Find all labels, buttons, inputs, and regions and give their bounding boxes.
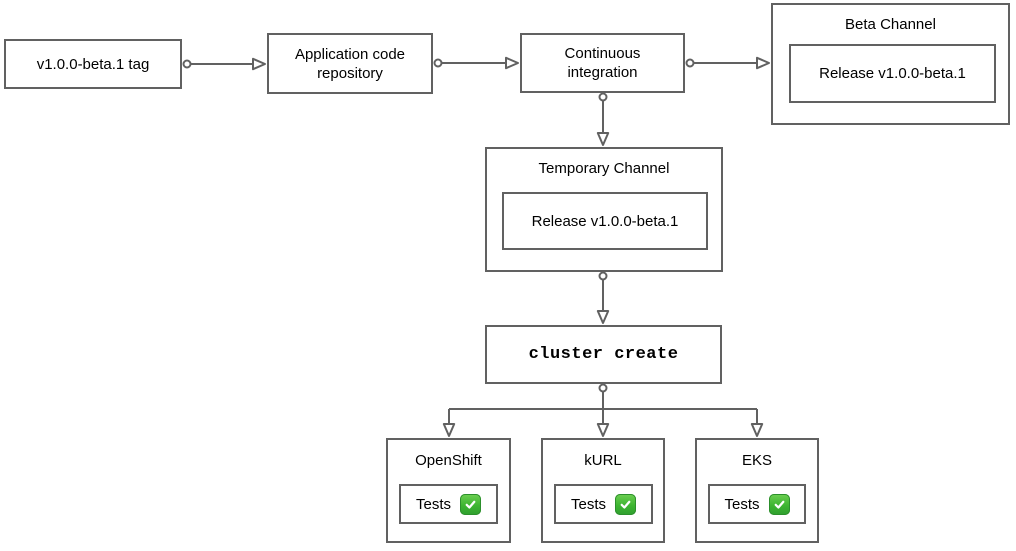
node-continuous-integration: Continuous integration <box>520 33 685 93</box>
node-continuous-integration-label: Continuous integration <box>564 45 641 81</box>
node-temporary-channel: Temporary Channel Release v1.0.0-beta.1 <box>485 147 723 272</box>
node-cluster-eks-title: EKS <box>741 452 772 469</box>
node-version-tag-label: v1.0.0-beta.1 tag <box>36 55 150 73</box>
check-passed-icon <box>615 493 636 515</box>
node-beta-release: Release v1.0.0-beta.1 <box>789 44 996 103</box>
node-temp-release: Release v1.0.0-beta.1 <box>502 192 708 250</box>
node-tests-eks-label: Tests <box>724 495 760 513</box>
node-beta-release-label: Release v1.0.0-beta.1 <box>819 65 966 82</box>
node-tests-kurl: Tests <box>554 484 653 524</box>
node-cluster-create-label: cluster create <box>528 345 679 364</box>
node-tests-openshift: Tests <box>399 484 498 524</box>
node-cluster-kurl-title: kURL <box>584 452 622 469</box>
node-tests-kurl-label: Tests <box>570 495 606 513</box>
node-beta-channel-title: Beta Channel <box>845 16 936 33</box>
node-cluster-kurl: kURL Tests <box>541 438 665 543</box>
node-beta-channel: Beta Channel Release v1.0.0-beta.1 <box>771 3 1010 125</box>
node-cluster-openshift: OpenShift Tests <box>386 438 511 543</box>
node-app-code-repository-label: Application code repository <box>294 45 406 82</box>
node-tests-eks: Tests <box>708 484 806 524</box>
node-temp-release-label: Release v1.0.0-beta.1 <box>531 212 679 230</box>
check-passed-icon <box>460 493 481 515</box>
node-tests-openshift-label: Tests <box>415 495 451 513</box>
check-passed-icon <box>768 493 790 515</box>
node-cluster-create: cluster create <box>485 325 722 384</box>
node-app-code-repository: Application code repository <box>267 33 433 94</box>
node-cluster-eks: EKS Tests <box>695 438 819 543</box>
node-temporary-channel-title: Temporary Channel <box>538 160 670 177</box>
node-version-tag: v1.0.0-beta.1 tag <box>4 39 182 89</box>
node-cluster-openshift-title: OpenShift <box>415 452 482 469</box>
